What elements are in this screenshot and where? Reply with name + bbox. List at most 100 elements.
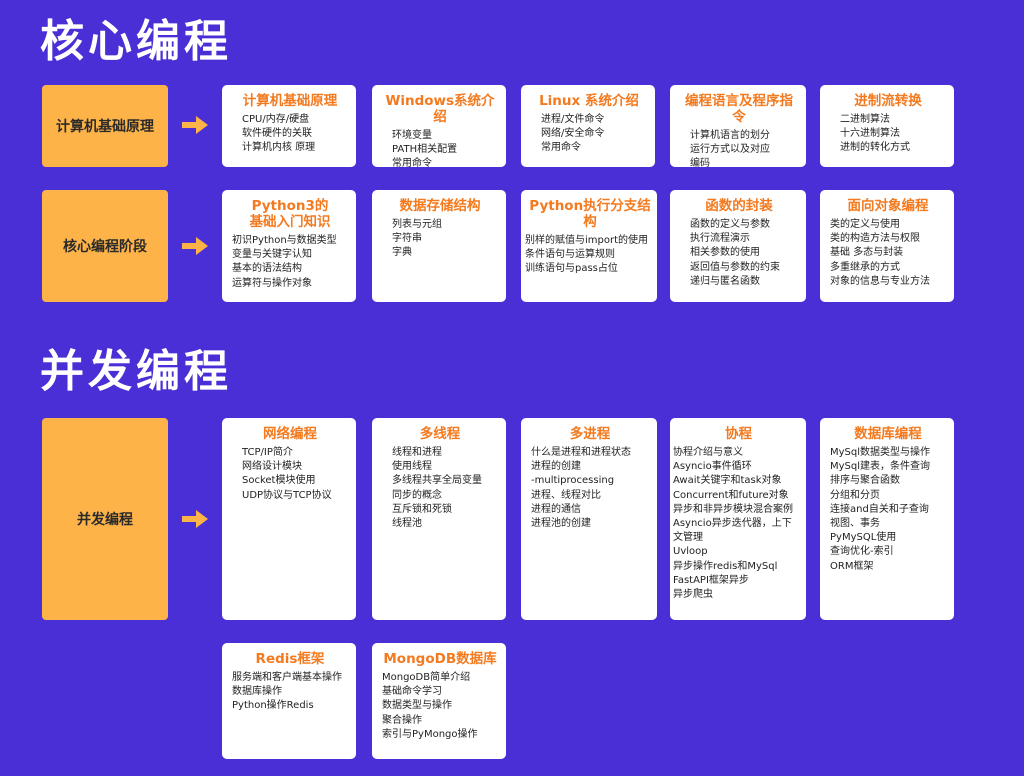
card-item: 字符串: [392, 233, 422, 245]
card-programming-lang: 编程语言及程序指令 计算机语言的划分运行方式以及对应编码: [670, 85, 806, 167]
card-item: 对象的信息与专业方法: [830, 275, 930, 287]
card-title: Python执行分支结构: [529, 198, 651, 230]
card-item: 使用线程: [392, 461, 432, 473]
card-item: 互斥锁和死锁: [392, 503, 452, 515]
card-item: 计算机内核 原理: [242, 142, 316, 154]
card-title: 计算机基础原理: [242, 93, 338, 109]
stage-basics: 计算机基础原理: [42, 85, 168, 167]
card-item: Concurrent和future对象: [673, 489, 789, 501]
section-title-concurrent: 并发编程: [40, 346, 232, 397]
card-item: 编码: [690, 158, 710, 167]
card-item: 进程、线程对比: [531, 489, 601, 501]
card-items: 服务端和客户端基本操作数据库操作 Python操作Redis: [232, 671, 348, 714]
card-item: 训练语句与pass占位: [525, 263, 618, 275]
card-item: FastAPI框架异步: [673, 574, 749, 586]
card-title: 函数的封装: [705, 198, 773, 214]
card-item: 初识Python与数据类型: [232, 235, 337, 246]
card-item: 聚合操作: [382, 714, 422, 726]
card-title: 多线程: [419, 426, 461, 442]
card-item: 异步爬虫: [673, 589, 713, 601]
card-title: 编程语言及程序指令: [685, 93, 793, 125]
card-linux: Linux 系统介绍 进程/文件命令网络/安全命令常用命令: [521, 85, 655, 167]
card-oop: 面向对象编程 类的定义与使用类的构造方法与权限基础 多态与封装多重继承的方式对象…: [820, 190, 954, 302]
card-item: 网络/安全命令: [541, 128, 605, 140]
section-title-core: 核心编程: [40, 16, 232, 67]
card-mongodb: MongoDB数据库 MongoDB简单介绍基础命令学习数据类型与操作聚合操作索…: [372, 643, 506, 759]
card-items: 类的定义与使用类的构造方法与权限基础 多态与封装多重继承的方式对象的信息与专业方…: [830, 218, 946, 289]
card-item: 异步和非异步模块混合案例: [673, 503, 793, 515]
card-functions: 函数的封装 函数的定义与参数执行流程演示相关参数的使用返回值与参数的约束递归与匿…: [670, 190, 806, 302]
card-item: 别样的赋值与import的使用: [525, 235, 649, 246]
card-computer-basics: 计算机基础原理 CPU/内存/硬盘软件硬件的关联计算机内核 原理: [222, 85, 356, 167]
card-item: 计算机语言的划分: [690, 130, 770, 141]
card-title: 面向对象编程: [847, 198, 929, 214]
card-item: 文管理: [673, 532, 703, 544]
card-items: 二进制算法十六进制算法进制的转化方式: [830, 113, 946, 156]
card-item: 进程/文件命令: [541, 114, 605, 125]
stage-concurrent-label: 并发编程: [77, 512, 133, 528]
card-item: UDP协议与TCP协议: [242, 489, 332, 501]
card-item: 变量与关键字认知: [232, 249, 312, 261]
card-item: MongoDB简单介绍: [382, 672, 471, 683]
stage-core: 核心编程阶段: [42, 190, 168, 302]
card-item: 执行流程演示: [690, 233, 750, 245]
card-item: 基础 多态与封装: [830, 247, 904, 259]
card-item: 递归与匿名函数: [690, 275, 760, 287]
card-item: 环境变量: [392, 130, 432, 141]
card-item: 基本的语法结构: [232, 263, 302, 275]
card-items: 线程和进程使用线程多线程共享全局变量同步的概念互斥锁和死锁线程池: [382, 446, 498, 531]
card-title: Python3的 基础入门知识: [249, 198, 331, 230]
card-item: 返回值与参数的约束: [690, 261, 780, 273]
stage-core-label: 核心编程阶段: [63, 239, 147, 255]
card-item: 软件硬件的关联: [242, 128, 312, 140]
card-item: 连接and自关和子查询: [830, 503, 929, 515]
card-item: Asyncio异步迭代器，上下: [673, 518, 792, 530]
card-item: PyMySQL使用: [830, 532, 897, 544]
card-item: 异步操作redis和MySql: [673, 560, 778, 572]
card-item: -multiprocessing: [531, 475, 615, 487]
card-items: 初识Python与数据类型变量与关键字认知基本的语法结构运算符与操作对象: [232, 234, 348, 291]
card-item: TCP/IP简介: [242, 447, 293, 458]
card-item: 数据库操作: [232, 686, 282, 698]
card-data-structures: 数据存储结构 列表与元组字符串字典: [372, 190, 506, 302]
card-item: 服务端和客户端基本操作: [232, 672, 342, 683]
card-item: 条件语句与运算规则: [525, 249, 615, 261]
card-item: ORM框架: [830, 560, 874, 572]
card-item: 常用命令: [392, 158, 432, 167]
card-item: 常用命令: [541, 142, 581, 154]
card-item: 多线程共享全局变量: [392, 475, 482, 487]
card-control-flow: Python执行分支结构 别样的赋值与import的使用条件语句与运算规则训练语…: [521, 190, 657, 302]
card-item: 视图、事务: [830, 518, 880, 530]
arrow-right-icon: [182, 510, 208, 528]
card-title: 进制流转换: [854, 93, 922, 109]
card-item: CPU/内存/硬盘: [242, 114, 310, 125]
card-title: Windows系统介绍: [385, 93, 495, 125]
card-threading: 多线程 线程和进程使用线程多线程共享全局变量同步的概念互斥锁和死锁线程池: [372, 418, 506, 620]
card-item: 类的构造方法与权限: [830, 233, 920, 245]
card-item: Python操作Redis: [232, 700, 314, 712]
card-item: 查询优化-索引: [830, 546, 894, 558]
card-item: 类的定义与使用: [830, 219, 900, 230]
stage-basics-label: 计算机基础原理: [56, 119, 154, 135]
card-item: 进程池的创建: [531, 518, 591, 530]
card-item: Uvloop: [673, 546, 708, 558]
card-item: 进制的转化方式: [840, 142, 910, 154]
card-base-conversion: 进制流转换 二进制算法十六进制算法进制的转化方式: [820, 85, 954, 167]
card-item: 线程池: [392, 518, 422, 530]
card-item: 列表与元组: [392, 219, 442, 230]
card-item: Await关键字和task对象: [673, 475, 782, 487]
card-items: CPU/内存/硬盘软件硬件的关联计算机内核 原理: [232, 113, 348, 156]
stage-concurrent: 并发编程: [42, 418, 168, 620]
card-title: 多进程: [569, 426, 611, 442]
card-title: 数据存储结构: [399, 198, 481, 214]
card-item: 网络设计模块: [242, 461, 302, 473]
arrow-right-icon: [182, 237, 208, 255]
card-item: 字典: [392, 247, 412, 259]
card-item: 进程的创建: [531, 461, 581, 473]
card-title: 协程: [725, 426, 752, 442]
